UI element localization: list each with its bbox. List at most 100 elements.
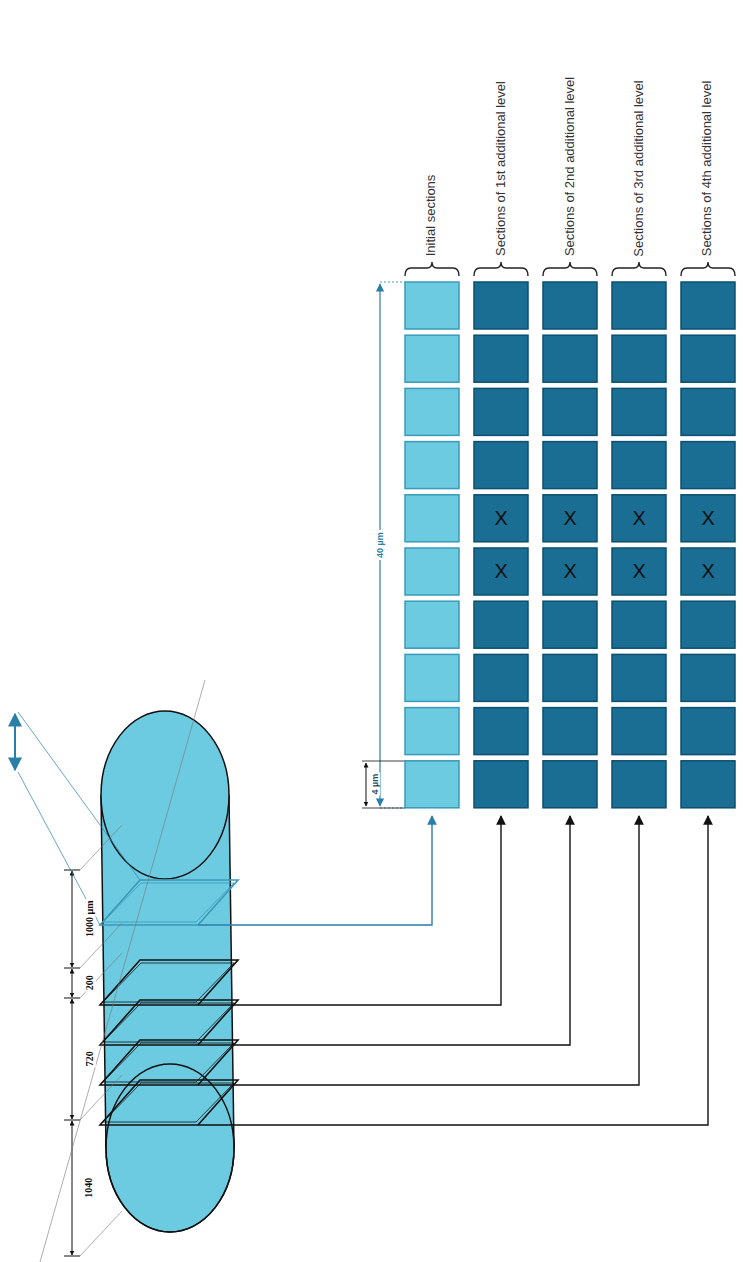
plane-arrows [198, 816, 708, 1125]
plane-inner-edge [103, 1043, 234, 1082]
dimension-label: 720 [83, 1050, 95, 1067]
column-label: Sections of 3rd additional level [632, 80, 647, 256]
cylinder-end [101, 711, 229, 879]
initial-section [405, 761, 459, 808]
excluded-mark: X [495, 507, 508, 530]
initial-section [405, 442, 459, 489]
dimension-label: 4 µm [370, 773, 380, 796]
level-section [474, 335, 528, 382]
level-section [612, 601, 666, 648]
plane-inner-edge [103, 883, 234, 922]
level-section [474, 495, 528, 542]
initial-section [405, 388, 459, 435]
level-plane [100, 1080, 238, 1125]
level-section [612, 335, 666, 382]
plane-arrow [198, 816, 432, 925]
level-section [474, 388, 528, 435]
level-section [681, 442, 735, 489]
level-section [474, 548, 528, 595]
initial-section [405, 548, 459, 595]
level-section [681, 548, 735, 595]
level-section [612, 548, 666, 595]
level-section [543, 442, 597, 489]
initial-section [405, 601, 459, 648]
initial-section [405, 654, 459, 701]
level-plane [100, 1000, 238, 1045]
level-section [543, 388, 597, 435]
initial-section [405, 708, 459, 755]
extension-line [80, 1211, 122, 1256]
column-braces [405, 262, 735, 276]
level-section [543, 601, 597, 648]
level-section [612, 388, 666, 435]
dimension-tick [64, 998, 80, 999]
level-section [681, 761, 735, 808]
plane-inner-edge [103, 963, 234, 1002]
level-plane [100, 1040, 238, 1085]
column-brace [543, 262, 597, 276]
level-section [543, 654, 597, 701]
level-section [681, 654, 735, 701]
column-brace [612, 262, 666, 276]
level-section [474, 708, 528, 755]
extension-line [362, 761, 405, 762]
level-section [474, 282, 528, 329]
level-section [543, 282, 597, 329]
plane-arrow [198, 816, 501, 1005]
column-label: Sections of 4th additional level [700, 80, 715, 256]
excluded-mark: X [633, 507, 646, 530]
tissue-cylinder [101, 711, 234, 1232]
plane-inner-edge [103, 1083, 234, 1122]
dimension-label: 40 µm [375, 530, 385, 560]
dimension-tick [64, 1120, 80, 1121]
dimension-line [72, 999, 73, 1119]
extension-line [80, 1075, 122, 1120]
column-brace [681, 262, 735, 276]
section-planes [100, 880, 238, 1125]
level-section [612, 282, 666, 329]
excluded-mark: X [702, 560, 715, 583]
extension-line [40, 680, 205, 1262]
dimension-tick [64, 968, 80, 969]
level-section [681, 601, 735, 648]
extension-line [362, 808, 405, 809]
level-plane [100, 960, 238, 1005]
level-section [681, 495, 735, 542]
plane-arrow [198, 816, 639, 1085]
dimension-line [366, 763, 367, 806]
level-section [612, 654, 666, 701]
initial-section [405, 335, 459, 382]
level-section [612, 442, 666, 489]
level-section [543, 495, 597, 542]
initial-plane [100, 880, 238, 925]
level-section [681, 708, 735, 755]
column-brace [474, 262, 528, 276]
level-section [474, 442, 528, 489]
level-section [474, 601, 528, 648]
column-brace [405, 262, 459, 276]
extension-line [380, 282, 405, 283]
column-label: Initial sections [424, 174, 439, 256]
extension-line [80, 825, 122, 870]
column-label: Sections of 2nd additional level [563, 77, 578, 256]
level-section [612, 761, 666, 808]
cylinder-side [229, 795, 234, 1148]
column-label: Sections of 1st additional level [493, 81, 508, 256]
level-section [681, 388, 735, 435]
dimension-label: 200 [83, 974, 95, 991]
dimension-label: 1040 [83, 1177, 95, 1199]
initial-section [405, 282, 459, 329]
excluded-mark: X [702, 507, 715, 530]
level-section [681, 282, 735, 329]
dimension-tick [64, 1256, 80, 1257]
level-section [474, 761, 528, 808]
level-section [612, 495, 666, 542]
section-grid [405, 282, 735, 808]
extension-line [18, 712, 140, 880]
excluded-mark: X [564, 507, 577, 530]
dimension-line [72, 969, 73, 997]
level-section [543, 761, 597, 808]
level-section [474, 654, 528, 701]
level-section [543, 708, 597, 755]
level-section [681, 335, 735, 382]
